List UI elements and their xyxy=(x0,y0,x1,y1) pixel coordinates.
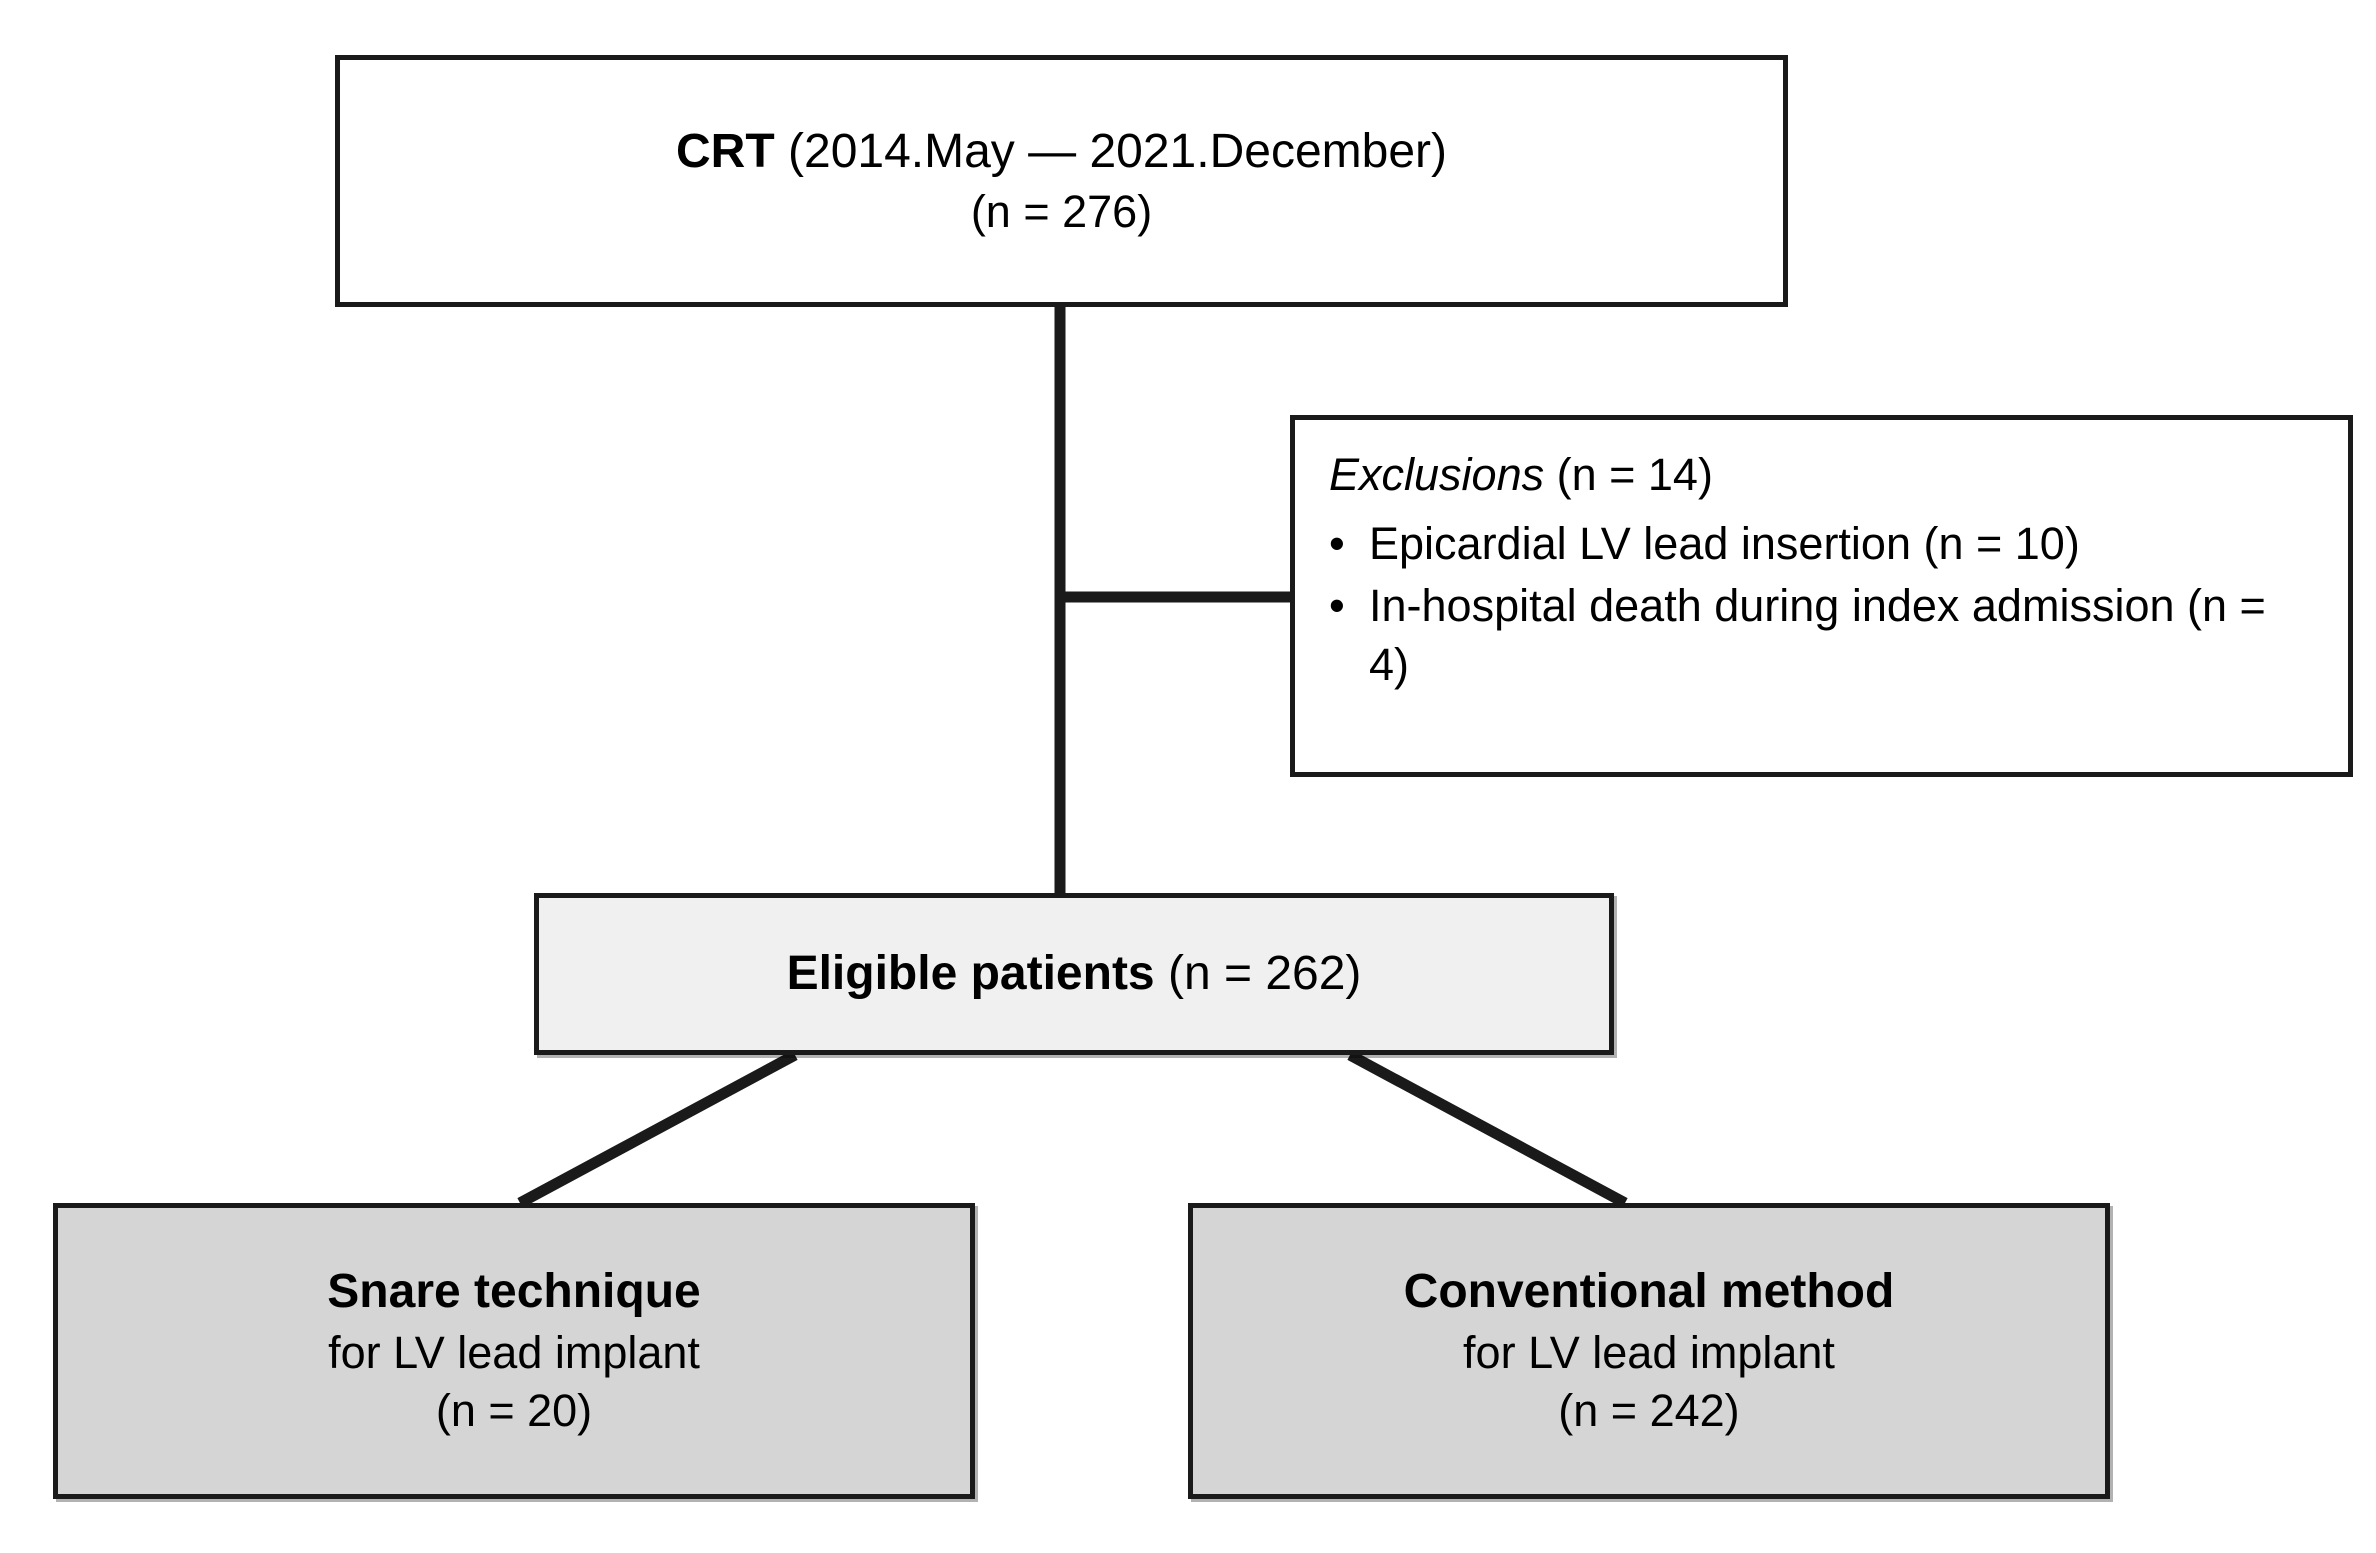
conventional-line-3: (n = 242) xyxy=(1558,1385,1740,1437)
node-eligible-patients: Eligible patients (n = 262) xyxy=(534,893,1614,1055)
node-crt-cohort: CRT (2014.May — 2021.December) (n = 276) xyxy=(335,55,1788,307)
snare-line-2: for LV lead implant xyxy=(328,1326,700,1378)
exclusion-item-text: In-hospital death during index admission… xyxy=(1369,580,2266,690)
snare-line-3: (n = 20) xyxy=(435,1385,593,1437)
exclusion-item-text: Epicardial LV lead insertion (n = 10) xyxy=(1369,517,2080,569)
edge-eligible-to-conventional xyxy=(1347,1050,1628,1208)
conventional-line-1: Conventional method xyxy=(1403,1265,1895,1319)
crt-line-1: CRT (2014.May — 2021.December) xyxy=(676,121,1447,183)
conventional-line-2: for LV lead implant xyxy=(1463,1326,1835,1378)
node-snare-technique: Snare technique for LV lead implant (n =… xyxy=(53,1203,975,1499)
crt-line-2: (n = 276) xyxy=(970,185,1153,237)
exclusions-heading: Exclusions (n = 14) xyxy=(1329,446,1713,505)
exclusions-heading-count: (n = 14) xyxy=(1544,449,1713,500)
eligible-line-1: Eligible patients (n = 262) xyxy=(787,943,1362,1005)
snare-line-1: Snare technique xyxy=(327,1265,701,1319)
bullet-icon: • xyxy=(1329,517,1345,569)
crt-label-rest: (2014.May — 2021.December) xyxy=(774,124,1447,178)
bullet-icon: • xyxy=(1329,580,1345,631)
exclusion-list-item: • Epicardial LV lead insertion (n = 10) xyxy=(1329,515,2080,574)
eligible-label-count: (n = 262) xyxy=(1154,946,1362,1000)
exclusions-heading-bold-italic: Exclusions xyxy=(1329,449,1545,500)
exclusion-list-item: • In-hospital death during index admissi… xyxy=(1329,577,2318,694)
node-exclusions: Exclusions (n = 14) • Epicardial LV lead… xyxy=(1290,415,2353,777)
node-conventional-method: Conventional method for LV lead implant … xyxy=(1188,1203,2110,1499)
eligible-label-bold: Eligible patients xyxy=(786,946,1155,1000)
edge-eligible-to-snare xyxy=(517,1050,798,1208)
crt-label-bold: CRT xyxy=(676,124,775,178)
